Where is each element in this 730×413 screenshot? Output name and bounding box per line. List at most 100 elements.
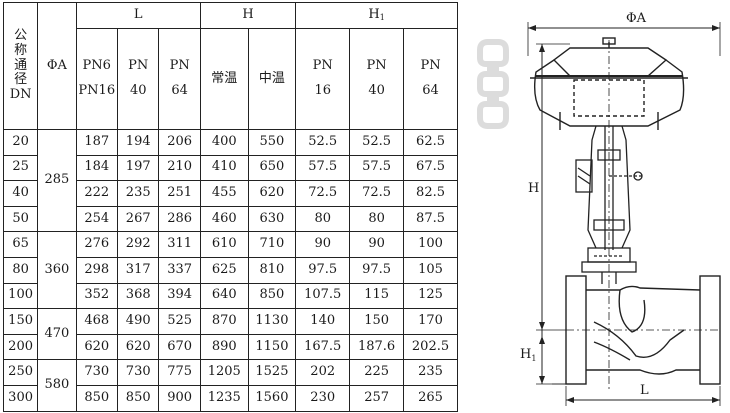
value-cell: 525	[158, 308, 201, 335]
value-cell: 298	[75, 256, 118, 284]
value-cell: 97.5	[295, 256, 351, 284]
sub-header-line: 中温	[258, 70, 285, 86]
phi-a-label: ΦA	[626, 11, 647, 26]
sub-header-line: PN	[366, 58, 387, 74]
value-cell: 455	[199, 180, 249, 207]
dn-cell: 100	[2, 282, 39, 310]
value-cell: 1205	[199, 359, 249, 386]
l-label: L	[640, 383, 649, 398]
value-cell: 620	[116, 333, 160, 361]
phi-a-cell: 580	[37, 359, 77, 412]
sub-header-line: PN	[312, 58, 333, 74]
dn-header-char: 公	[14, 27, 28, 43]
dn-cell: 200	[2, 333, 39, 361]
value-cell: 890	[199, 333, 249, 361]
value-cell: 72.5	[295, 180, 351, 207]
value-cell: 52.5	[295, 129, 351, 156]
dn-cell: 150	[2, 308, 39, 335]
value-cell: 230	[295, 384, 351, 412]
sub-header-line: 64	[171, 83, 188, 98]
value-cell: 1235	[199, 384, 249, 412]
value-cell: 140	[295, 308, 351, 335]
value-cell: 394	[158, 282, 201, 310]
value-cell: 105	[403, 256, 458, 284]
value-cell: 468	[75, 308, 118, 335]
value-cell: 225	[349, 359, 405, 386]
value-cell: 730	[75, 359, 118, 386]
h1-group-subscript: 1	[379, 13, 385, 23]
value-cell: 286	[158, 205, 201, 233]
value-cell: 235	[116, 180, 160, 207]
value-cell: 187.6	[349, 333, 405, 361]
value-cell: 620	[247, 180, 297, 207]
value-cell: 170	[403, 308, 458, 335]
value-cell: 1525	[247, 359, 297, 386]
dn-cell: 40	[2, 180, 39, 207]
value-cell: 222	[75, 180, 118, 207]
value-cell: 62.5	[403, 129, 458, 156]
valve-drawing: ΦA	[477, 11, 721, 406]
h1-group-header: H1	[295, 2, 458, 29]
sub-header-line: 常温	[211, 70, 238, 86]
value-cell: 1130	[247, 308, 297, 335]
value-cell: 900	[158, 384, 201, 412]
value-cell: 460	[199, 205, 249, 233]
dn-header-char: 通	[14, 57, 28, 73]
value-cell: 97.5	[349, 256, 405, 284]
sub-header-line: 64	[422, 83, 439, 98]
value-cell: 100	[403, 231, 458, 258]
value-cell: 550	[247, 129, 297, 156]
value-cell: 292	[116, 231, 160, 258]
phi-a-header: ΦA	[37, 2, 77, 130]
sub-header-3: 常温	[199, 28, 249, 130]
value-cell: 1150	[247, 333, 297, 361]
value-cell: 90	[295, 231, 351, 258]
value-cell: 80	[349, 205, 405, 233]
value-cell: 82.5	[403, 180, 458, 207]
value-cell: 257	[349, 384, 405, 412]
value-cell: 775	[158, 359, 201, 386]
l-group-header: L	[75, 2, 201, 29]
value-cell: 184	[75, 154, 118, 182]
value-cell: 870	[199, 308, 249, 335]
value-cell: 67.5	[403, 154, 458, 182]
yoke	[575, 125, 643, 250]
value-cell: 72.5	[349, 180, 405, 207]
sub-header-line: PN6	[82, 58, 111, 74]
value-cell: 317	[116, 256, 160, 284]
value-cell: 57.5	[349, 154, 405, 182]
sub-header-4: 中温	[247, 28, 297, 130]
value-cell: 625	[199, 256, 249, 284]
dn-header-char: DN	[9, 87, 32, 103]
sub-header-line: PN	[128, 58, 149, 74]
phi-a-cell: 360	[37, 231, 77, 310]
value-cell: 187	[75, 129, 118, 156]
value-cell: 850	[75, 384, 118, 412]
value-cell: 630	[247, 205, 297, 233]
value-cell: 352	[75, 282, 118, 310]
value-cell: 150	[349, 308, 405, 335]
dn-cell: 65	[2, 231, 39, 258]
phi-a-cell: 285	[37, 128, 77, 233]
value-cell: 610	[199, 231, 249, 258]
value-cell: 650	[247, 154, 297, 182]
value-cell: 87.5	[403, 205, 458, 233]
value-cell: 311	[158, 231, 201, 258]
value-cell: 251	[158, 180, 201, 207]
value-cell: 197	[116, 154, 160, 182]
value-cell: 80	[295, 205, 351, 233]
value-cell: 810	[247, 256, 297, 284]
